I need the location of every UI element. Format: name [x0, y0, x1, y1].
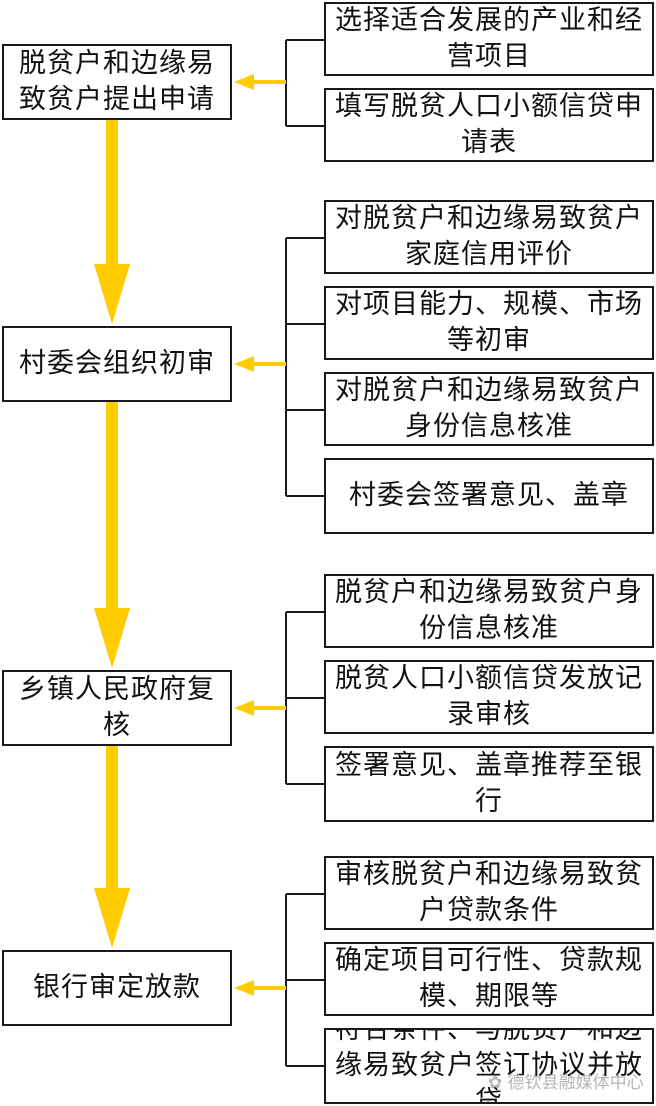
flow-arrow-head	[94, 264, 130, 324]
stage-village-review-detail-4: 村委会签署意见、盖章	[324, 458, 654, 534]
stage-bank-approval-label: 银行审定放款	[33, 972, 201, 1003]
stage-village-review-detail-1: 对脱贫户和边缘易致贫户家庭信用评价	[324, 200, 654, 274]
stage-bank-approval-box: 银行审定放款	[2, 950, 232, 1026]
stage-village-review-detail-3: 对脱贫户和边缘易致贫户身份信息核准	[324, 372, 654, 446]
stage-village-review-box: 村委会组织初审	[2, 326, 232, 402]
stage-bank-approval-detail-2: 确定项目可行性、贷款规模、期限等	[324, 942, 654, 1016]
flow-arrow-head	[94, 608, 130, 668]
detail-text: 确定项目可行性、贷款规模、期限等	[335, 945, 643, 1012]
stage-township-review-label: 乡镇人民政府复核	[19, 674, 215, 741]
stage-apply-detail-2: 填写脱贫人口小额信贷申请表	[324, 88, 654, 162]
flow-arrow-shaft	[106, 120, 118, 266]
stage-apply-box: 脱贫户和边缘易致贫户提出申请	[2, 44, 232, 120]
feed-arrow-head	[234, 74, 254, 90]
feed-arrow-head	[234, 356, 254, 372]
feed-arrow-head	[234, 980, 254, 996]
stage-apply-label: 脱贫户和边缘易致贫户提出申请	[19, 48, 215, 115]
flow-arrow-shaft	[106, 402, 118, 610]
flow-arrow-head	[94, 888, 130, 948]
detail-text: 对项目能力、规模、市场等初审	[335, 289, 643, 356]
stage-township-review-detail-2: 脱贫人口小额信贷发放记录审核	[324, 660, 654, 734]
stage-village-review-label: 村委会组织初审	[19, 348, 215, 379]
feed-arrow-head	[234, 700, 254, 716]
watermark-text: 德钦县融媒体中心	[507, 1073, 644, 1093]
detail-text: 符合条件、与脱贫户和边缘易致贫户签订协议并放贷	[335, 1028, 643, 1104]
wechat-icon: ✿	[488, 1073, 503, 1093]
stage-village-review-detail-2: 对项目能力、规模、市场等初审	[324, 286, 654, 360]
stage-township-review-box: 乡镇人民政府复核	[2, 670, 232, 746]
flow-arrow-shaft	[106, 746, 118, 890]
watermark: ✿ 德钦县融媒体中心	[488, 1068, 648, 1098]
detail-text: 选择适合发展的产业和经营项目	[335, 5, 643, 72]
stage-bank-approval-detail-1: 审核脱贫户和边缘易致贫户贷款条件	[324, 856, 654, 930]
detail-text: 脱贫户和边缘易致贫户身份信息核准	[335, 577, 643, 644]
detail-text: 审核脱贫户和边缘易致贫户贷款条件	[335, 859, 643, 926]
detail-text: 脱贫人口小额信贷发放记录审核	[335, 663, 643, 730]
detail-text: 村委会签署意见、盖章	[349, 480, 629, 511]
detail-text: 填写脱贫人口小额信贷申请表	[335, 91, 643, 158]
detail-text: 对脱贫户和边缘易致贫户家庭信用评价	[335, 203, 643, 270]
stage-bank-approval-detail-3: 符合条件、与脱贫户和边缘易致贫户签订协议并放贷	[324, 1028, 654, 1104]
detail-text: 签署意见、盖章推荐至银行	[335, 750, 643, 817]
stage-township-review-detail-1: 脱贫户和边缘易致贫户身份信息核准	[324, 574, 654, 648]
detail-text: 对脱贫户和边缘易致贫户身份信息核准	[335, 375, 643, 442]
stage-apply-detail-1: 选择适合发展的产业和经营项目	[324, 2, 654, 76]
stage-township-review-detail-3: 签署意见、盖章推荐至银行	[324, 746, 654, 822]
